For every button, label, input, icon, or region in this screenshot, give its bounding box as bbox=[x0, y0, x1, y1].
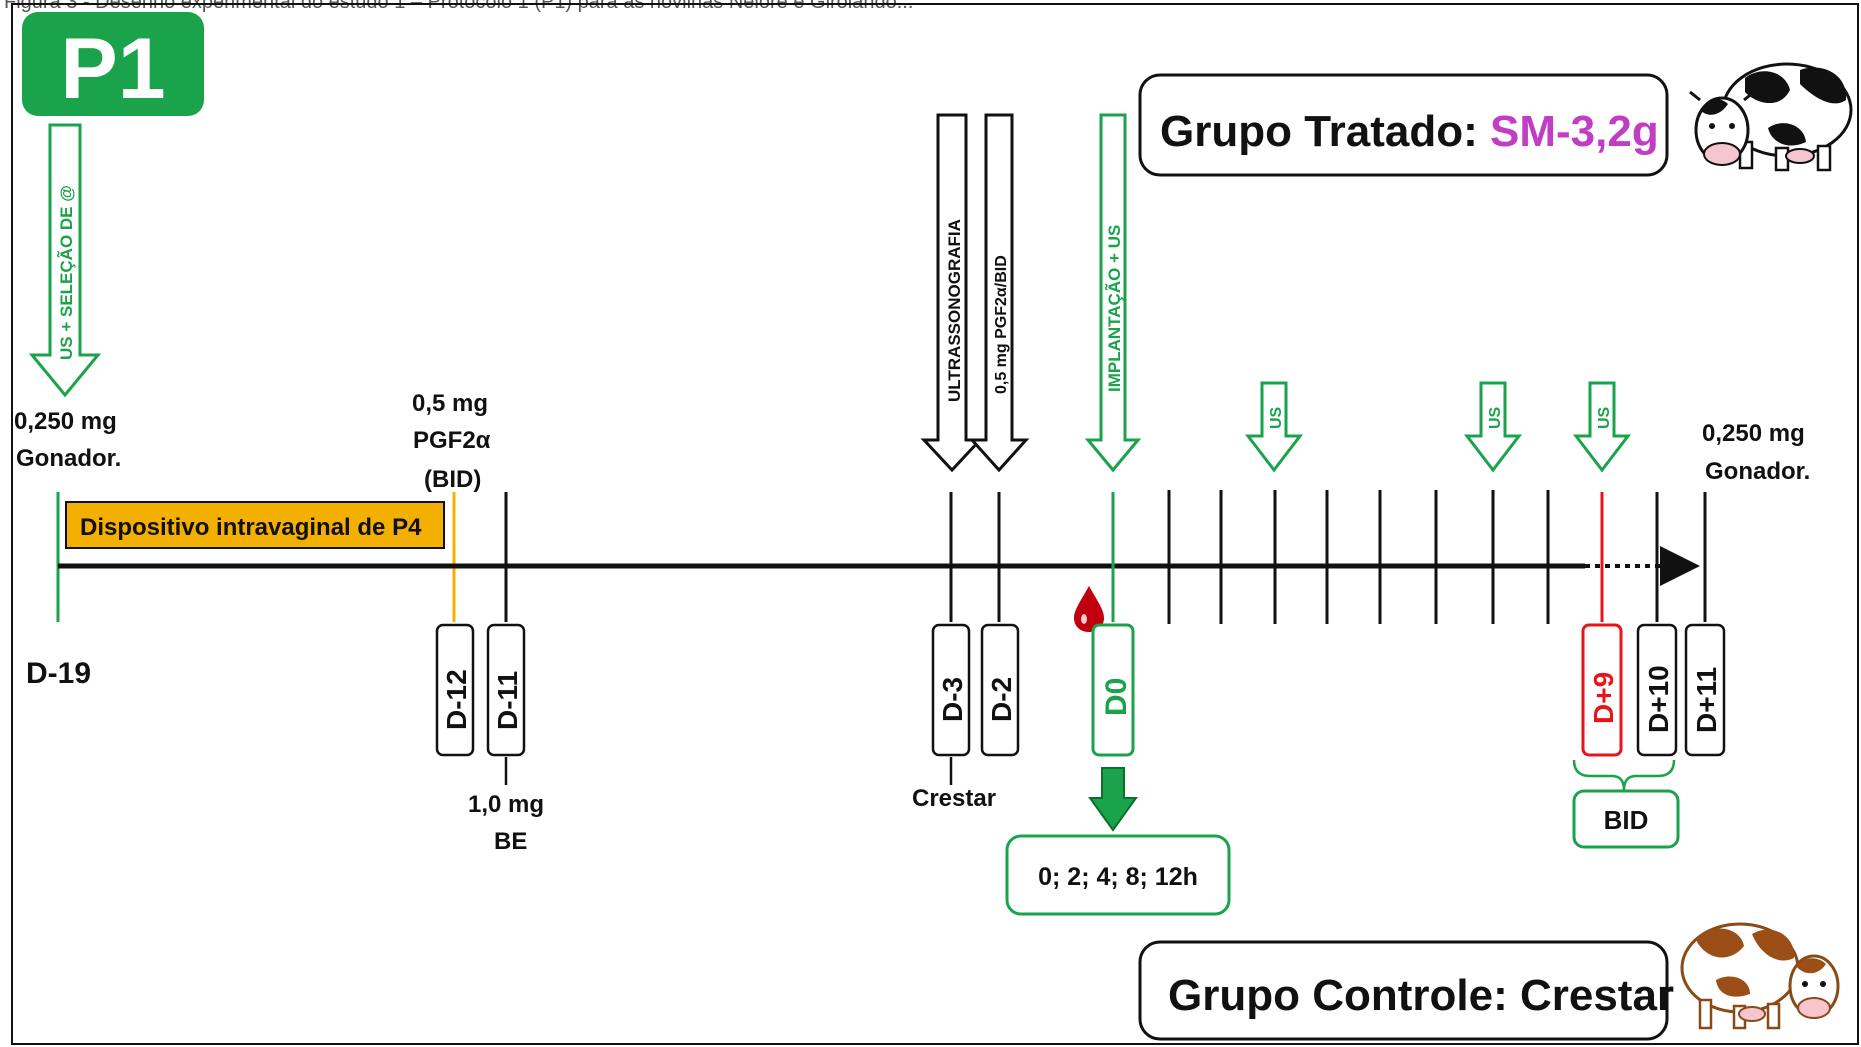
pgf-bid-arrow-label: 0,5 mg PGF2α/BID bbox=[993, 255, 1010, 394]
be-dose: 1,0 mg bbox=[468, 791, 544, 818]
treated-group-prefix: Grupo Tratado: bbox=[1160, 107, 1490, 156]
treated-group-label: Grupo Tratado: SM-3,2g bbox=[1160, 107, 1659, 156]
d-minus2-label: D-2 bbox=[986, 677, 1017, 722]
us-arrow-2: US bbox=[1467, 383, 1519, 470]
pgf-bid-arrow: 0,5 mg PGF2α/BID bbox=[972, 115, 1026, 470]
us-arrow-2-label: US bbox=[1487, 406, 1504, 429]
device-label: Dispositivo intravaginal de P4 bbox=[80, 514, 422, 541]
bid-brace bbox=[1574, 760, 1674, 790]
pgf-bid: (BID) bbox=[424, 466, 481, 493]
gonador-right-dose: 0,250 mg bbox=[1702, 420, 1805, 447]
times-box: 0; 2; 4; 8; 12h bbox=[1007, 836, 1229, 914]
control-group-box: Grupo Controle: Crestar bbox=[1140, 942, 1674, 1039]
us-arrow-3: US bbox=[1576, 383, 1628, 470]
d-minus11-label: D-11 bbox=[492, 671, 523, 730]
protocol-label: P1 bbox=[60, 21, 165, 117]
d0-label: D0 bbox=[1100, 678, 1133, 716]
pgf-dose: 0,5 mg bbox=[412, 390, 488, 417]
d-plus10-label: D+10 bbox=[1643, 665, 1674, 733]
day-box-d-minus3: D-3 bbox=[933, 625, 969, 755]
daily-ticks bbox=[1169, 490, 1548, 624]
day-box-d-plus11: D+11 bbox=[1686, 625, 1724, 755]
d-plus9-label: D+9 bbox=[1588, 672, 1619, 724]
day-box-d-minus11: D-11 bbox=[488, 625, 524, 755]
implantacao-arrow: IMPLANTAÇÃO + US bbox=[1088, 115, 1138, 470]
figure-caption: Figura 3 - Desenho experimental do estud… bbox=[4, 0, 913, 13]
crestar-label: Crestar bbox=[912, 785, 996, 812]
day-box-d-minus2: D-2 bbox=[982, 625, 1018, 755]
treated-group-box: Grupo Tratado: SM-3,2g bbox=[1140, 75, 1667, 175]
gonador-left-name: Gonador. bbox=[16, 445, 121, 472]
bid-label: BID bbox=[1604, 805, 1649, 835]
implantacao-label: IMPLANTAÇÃO + US bbox=[1104, 225, 1124, 392]
times-label: 0; 2; 4; 8; 12h bbox=[1038, 863, 1198, 891]
treated-group-value: SM-3,2g bbox=[1490, 107, 1659, 156]
pgf-name: PGF2α bbox=[413, 427, 491, 454]
d-plus11-label: D+11 bbox=[1691, 667, 1722, 733]
d-minus12-label: D-12 bbox=[441, 669, 472, 730]
bid-box: BID bbox=[1574, 791, 1678, 847]
gonador-right-name: Gonador. bbox=[1705, 458, 1810, 485]
gonador-left-dose: 0,250 mg bbox=[14, 408, 117, 435]
us-selecao-arrow: US + SELEÇÃO DE @ bbox=[32, 125, 98, 395]
brown-cow-icon bbox=[1682, 924, 1838, 1028]
day-box-d-plus9: D+9 bbox=[1583, 625, 1621, 755]
device-box: Dispositivo intravaginal de P4 bbox=[66, 502, 444, 548]
day-box-d-minus12: D-12 bbox=[437, 625, 473, 755]
us-selecao-label: US + SELEÇÃO DE @ bbox=[56, 185, 76, 360]
down-arrow-icon bbox=[1090, 768, 1136, 830]
control-group-label: Grupo Controle: Crestar bbox=[1168, 971, 1674, 1020]
d-minus19-label: D-19 bbox=[26, 657, 91, 690]
us-arrow-1: US bbox=[1248, 383, 1300, 470]
us-arrow-1-label: US bbox=[1268, 406, 1285, 429]
ultrassonografia-arrow: ULTRASSONOGRAFIA bbox=[924, 115, 980, 470]
be-name: BE bbox=[494, 828, 527, 855]
day-box-d0: D0 bbox=[1093, 625, 1133, 755]
day-box-d-plus10: D+10 bbox=[1638, 625, 1676, 755]
protocol-badge: P1 bbox=[22, 12, 204, 117]
holstein-cow-icon bbox=[1690, 64, 1851, 170]
d-minus3-label: D-3 bbox=[937, 677, 968, 722]
us-arrow-3-label: US bbox=[1596, 406, 1613, 429]
ultrassonografia-label: ULTRASSONOGRAFIA bbox=[945, 219, 964, 402]
